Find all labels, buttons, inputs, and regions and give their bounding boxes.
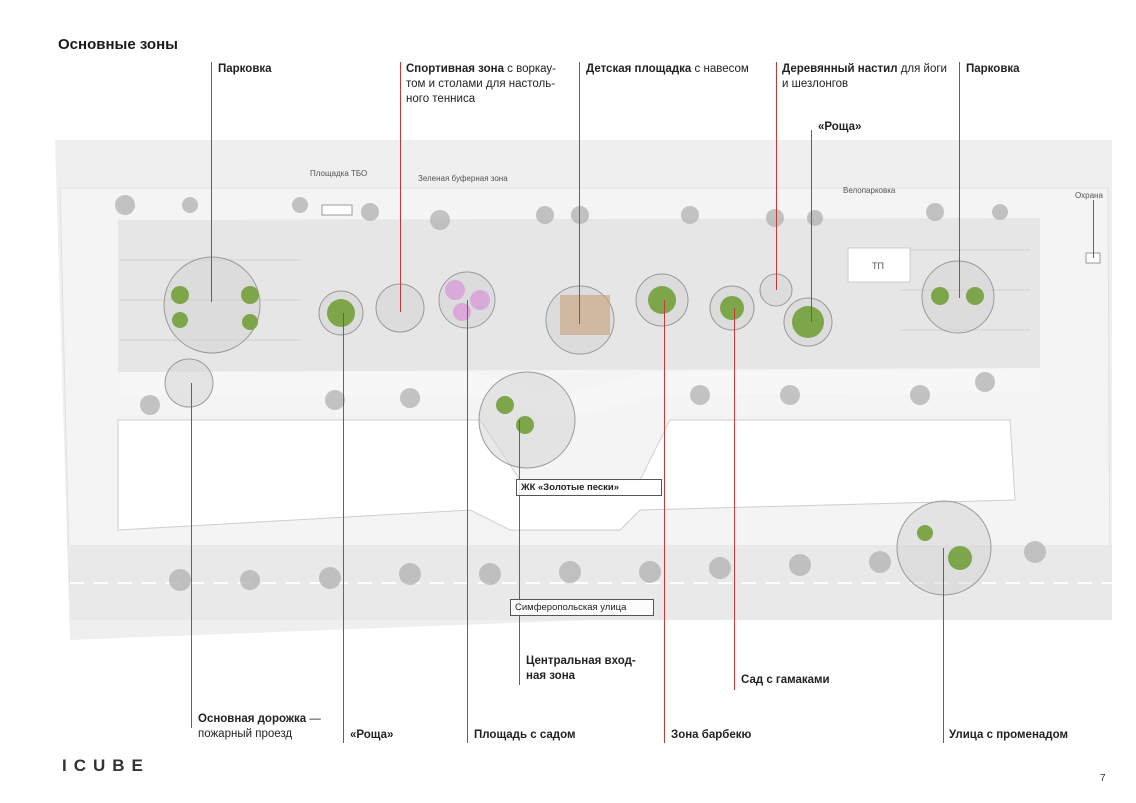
zone-circle	[164, 358, 214, 408]
label-complex: ЖК «Золотые пески»	[516, 479, 662, 496]
label-tp: ТП	[872, 261, 884, 271]
label-bbq: Зона барбекю	[671, 729, 752, 741]
leader-grove-bottom	[343, 313, 344, 743]
page-title: Основные зоны	[58, 36, 178, 53]
leader-square	[467, 300, 468, 743]
leader-grove-top	[811, 130, 812, 322]
leader-sport	[400, 62, 401, 312]
tp-box	[847, 247, 911, 283]
label-path: Основная дорожка — пожарный проезд	[198, 713, 321, 740]
label-parking-left: Парковка	[218, 63, 272, 75]
zone-circle	[163, 256, 261, 354]
leader-promenade	[943, 548, 944, 743]
leader-guard	[1093, 200, 1094, 258]
label-deck: Деревянный настил для йоги и шезлонгов	[782, 63, 947, 90]
leader-path	[191, 383, 192, 728]
leader-bbq	[664, 300, 665, 743]
leader-central	[519, 420, 520, 685]
label-street: Симферопольская улица	[510, 599, 654, 616]
label-kids: Детская площадка с навесом	[586, 63, 749, 75]
main-path	[120, 368, 1040, 420]
leader-hammock	[734, 308, 735, 690]
icube-logo: ICUBE	[62, 756, 150, 775]
leader-parking-left	[211, 62, 212, 302]
label-grove-top: «Роща»	[818, 121, 862, 133]
label-promenade: Улица с променадом	[949, 729, 1068, 741]
label-guard: Охрана	[1075, 191, 1103, 200]
label-hammock: Сад с гамаками	[741, 674, 830, 686]
label-buffer: Зеленая буферная зона	[418, 174, 508, 183]
label-parking-right: Парковка	[966, 63, 1020, 75]
zone-circle	[896, 500, 992, 596]
zone-circle	[921, 260, 995, 334]
label-central: Центральная вход-ная зона	[526, 655, 636, 682]
leader-deck	[776, 62, 777, 290]
leader-parking-right	[959, 62, 960, 298]
label-grove-bottom: «Роща»	[350, 729, 394, 741]
label-bike: Велопарковка	[843, 186, 896, 195]
label-sport: Спортивная зона с воркау- том и столами …	[406, 63, 557, 105]
label-square: Площадь с садом	[474, 729, 576, 741]
leader-kids	[579, 62, 580, 324]
label-waste: Площадка ТБО	[310, 169, 368, 178]
page-number: 7	[1100, 773, 1106, 784]
